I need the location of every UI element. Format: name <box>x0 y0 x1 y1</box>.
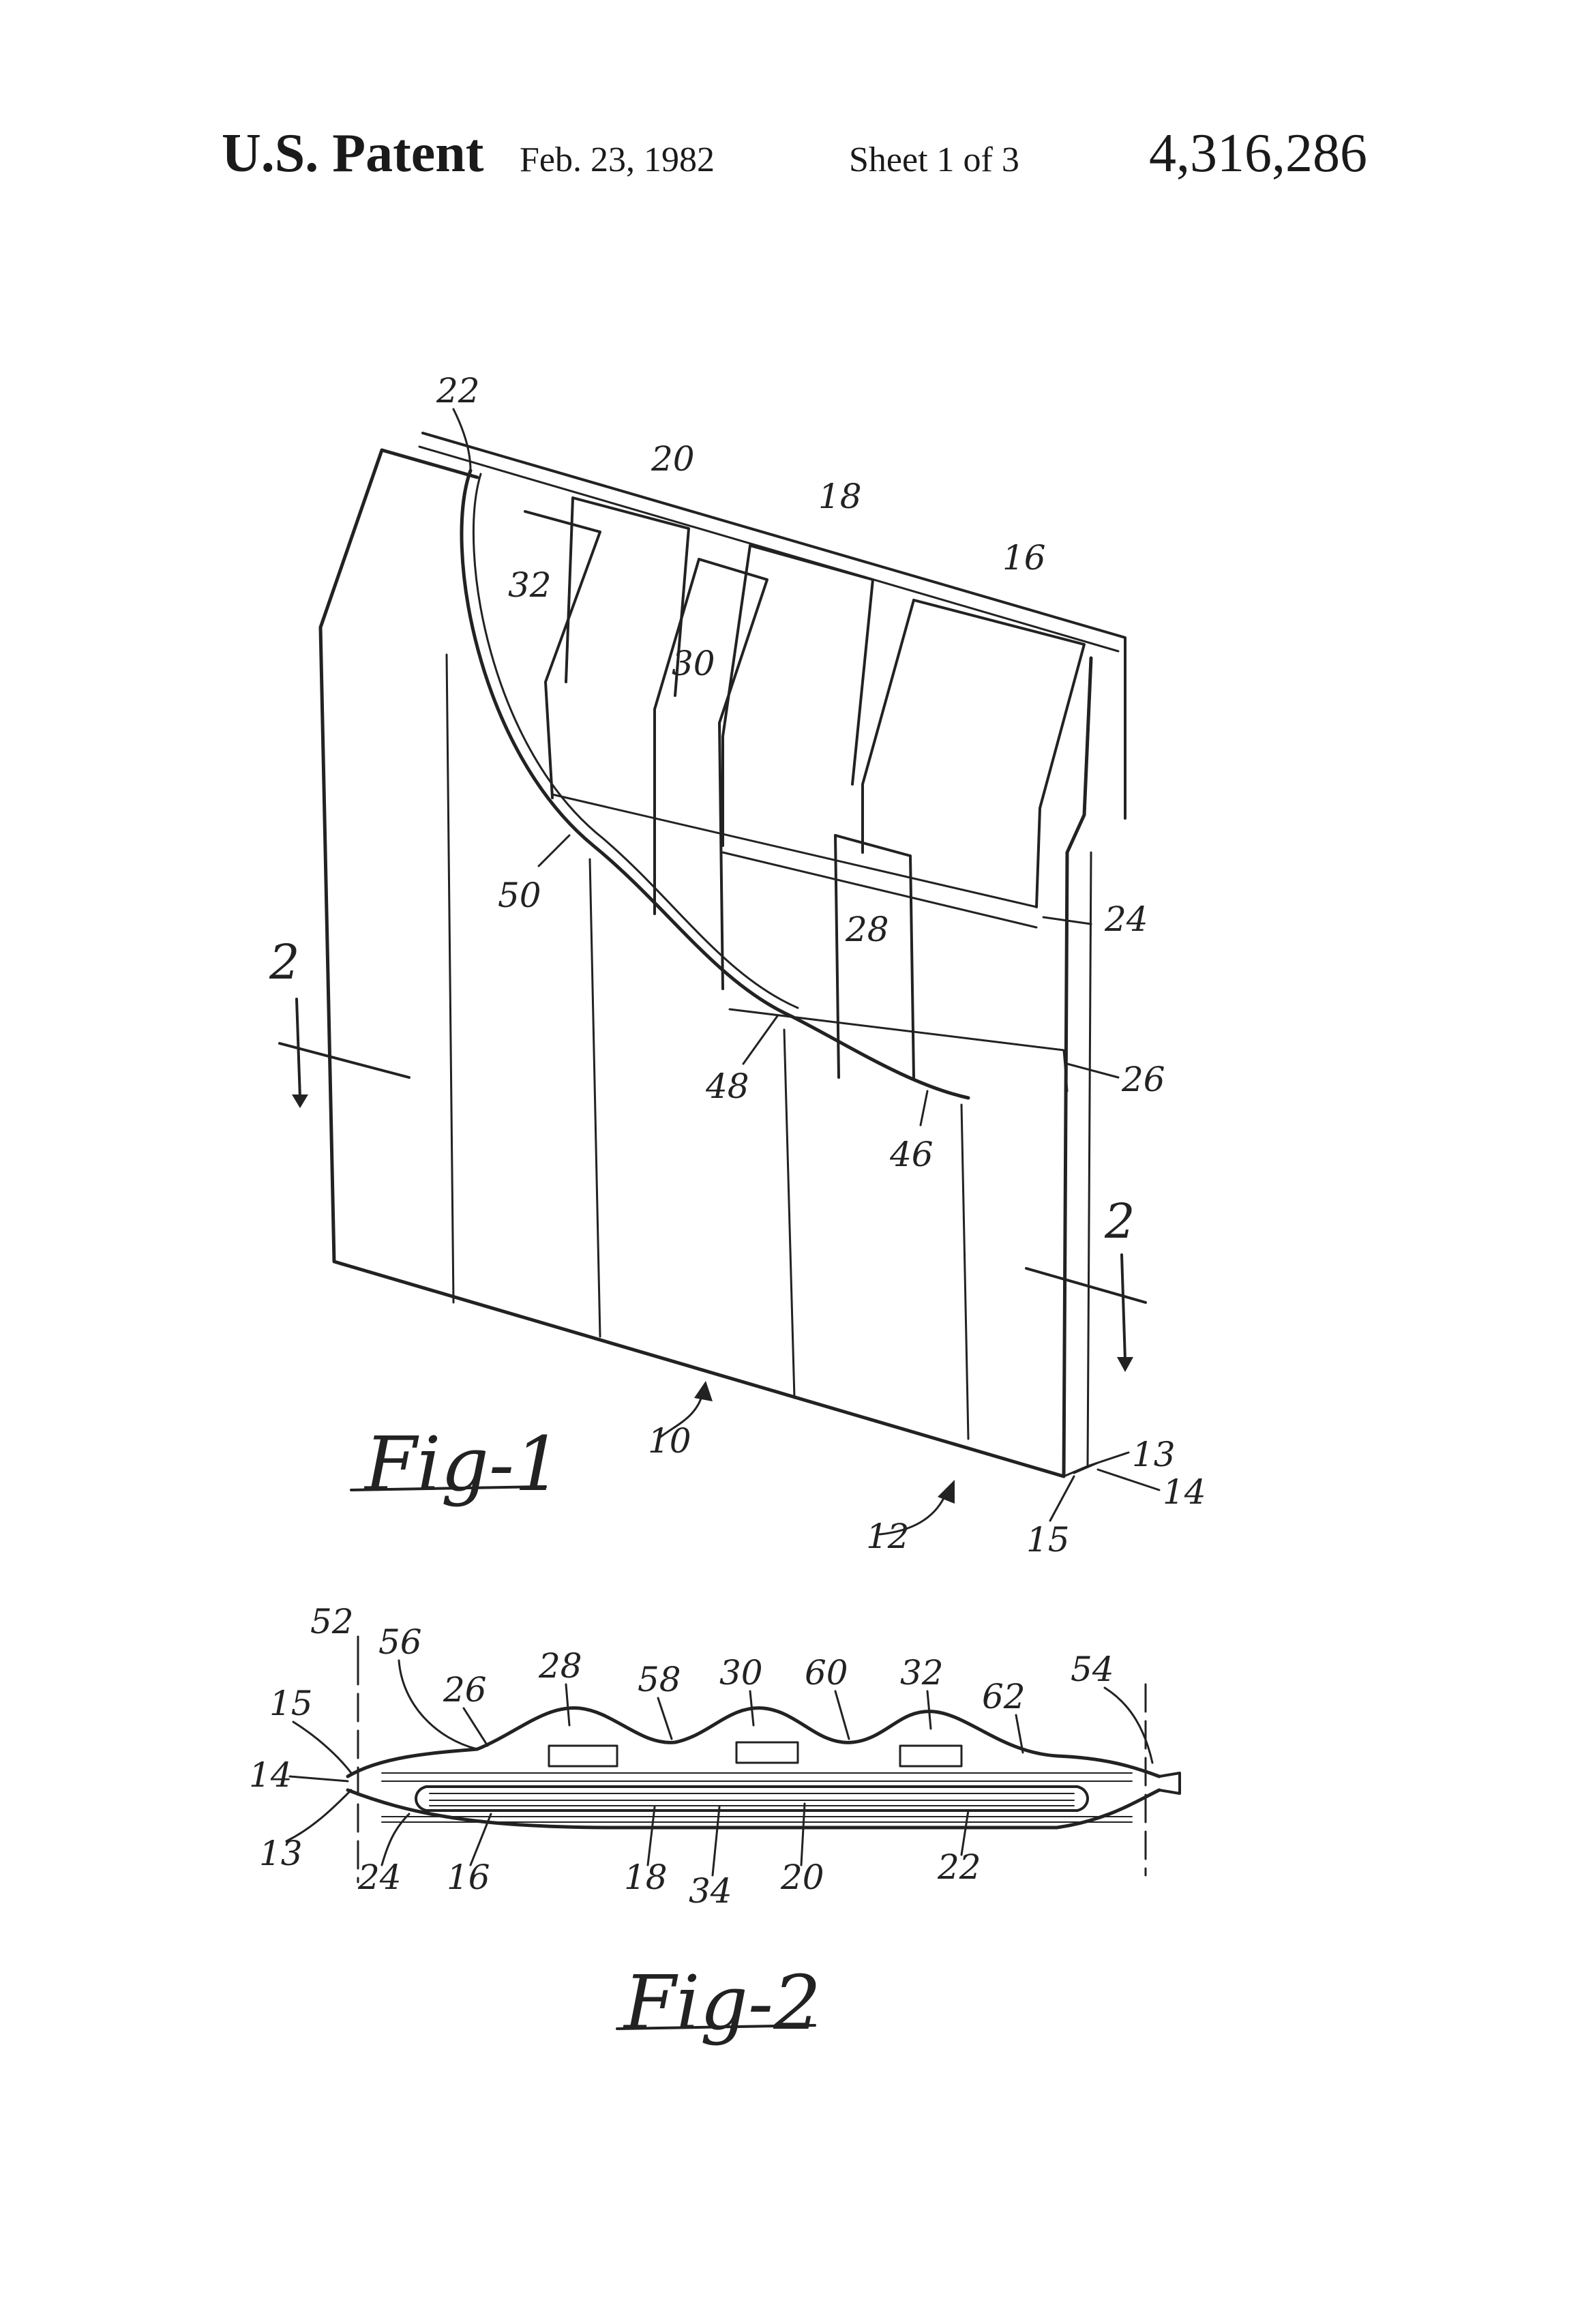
ref-62: 62 <box>982 1677 1026 1716</box>
ref-2-left: 2 <box>269 934 300 990</box>
ref-54: 54 <box>1071 1650 1114 1689</box>
ref-32: 32 <box>508 565 552 605</box>
fig1-caption-text: Fig-1 <box>363 1420 562 1508</box>
fig1-drawing <box>318 432 1126 1478</box>
ref-2-right: 2 <box>1104 1193 1135 1249</box>
header-sheet: Sheet 1 of 3 <box>849 140 1019 179</box>
ref-18: 18 <box>624 1858 668 1897</box>
ref-22: 22 <box>937 1847 981 1887</box>
header-title: U.S. Patent <box>222 123 484 183</box>
fig1-leaders <box>278 408 1161 1536</box>
fig2-drawing <box>346 1656 1181 1883</box>
ref-10: 10 <box>648 1421 691 1461</box>
ref-15: 15 <box>269 1684 313 1723</box>
fig1-caption: Fig-1 <box>350 1420 562 1508</box>
ref-50: 50 <box>498 876 541 915</box>
ref-18: 18 <box>818 477 862 516</box>
ref-28: 28 <box>538 1646 582 1686</box>
ref-30: 30 <box>672 644 715 683</box>
ref-60: 60 <box>805 1653 848 1693</box>
fig2-caption: Fig-2 <box>616 1959 821 2046</box>
ref-52: 52 <box>310 1602 354 1641</box>
ref-12: 12 <box>866 1517 910 1556</box>
ref-16: 16 <box>1002 538 1046 578</box>
fig2-reference-numerals: 52 56 26 28 58 30 60 32 62 54 15 14 13 2… <box>249 1602 1114 1911</box>
ref-20: 20 <box>651 439 695 479</box>
header-patent-number: 4,316,286 <box>1149 123 1367 183</box>
ref-48: 48 <box>705 1067 749 1106</box>
fig2-leaders <box>285 1635 1154 1877</box>
ref-26: 26 <box>1121 1060 1165 1099</box>
ref-56: 56 <box>378 1622 422 1662</box>
ref-14: 14 <box>1163 1472 1206 1512</box>
ref-24: 24 <box>1104 899 1148 939</box>
ref-46: 46 <box>889 1135 934 1174</box>
ref-58: 58 <box>638 1660 681 1699</box>
fig1-reference-numerals: 22 20 18 16 32 30 28 24 26 50 48 46 2 2 … <box>269 371 1206 1560</box>
fig2-caption-text: Fig-2 <box>623 1959 821 2046</box>
ref-15: 15 <box>1026 1520 1070 1560</box>
ref-34: 34 <box>689 1871 732 1911</box>
ref-13: 13 <box>1132 1435 1176 1474</box>
ref-28: 28 <box>845 910 889 949</box>
ref-30: 30 <box>719 1653 763 1693</box>
ref-13: 13 <box>259 1834 303 1873</box>
ref-32: 32 <box>900 1653 944 1693</box>
header-date: Feb. 23, 1982 <box>520 140 715 179</box>
ref-24: 24 <box>357 1858 402 1897</box>
ref-16: 16 <box>447 1858 490 1897</box>
ref-14: 14 <box>249 1755 293 1795</box>
ref-26: 26 <box>443 1670 487 1710</box>
ref-22: 22 <box>436 371 480 411</box>
